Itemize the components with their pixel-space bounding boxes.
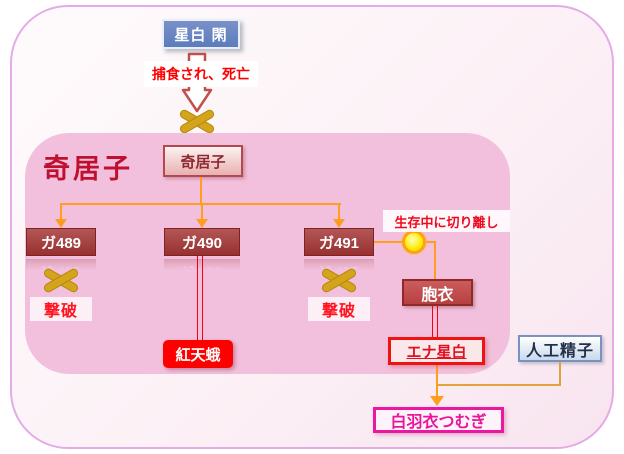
node-ga491: ガ491 bbox=[304, 228, 374, 256]
connector-ga491-sun bbox=[374, 241, 403, 243]
node-ena-hoshijiro: エナ星白 bbox=[388, 337, 485, 365]
destroyed-label-491: 撃破 bbox=[308, 297, 370, 321]
node-gauna-root: 奇居子 bbox=[163, 145, 243, 177]
connector-ena-tsumugi bbox=[436, 365, 438, 398]
destroyed-x-icon-491 bbox=[320, 267, 358, 294]
connector-sun-placenta bbox=[434, 242, 436, 279]
node-hoshijiro-shizuka: 星白 閑 bbox=[162, 19, 240, 49]
detach-sun-icon bbox=[402, 230, 426, 254]
arrowhead-ga489 bbox=[55, 219, 67, 228]
node-benisuzume: 紅天蛾 bbox=[163, 340, 233, 368]
connector-drop-ga490 bbox=[201, 203, 203, 220]
arrowhead-ga490 bbox=[196, 219, 208, 228]
connector-ga490-benisuzume bbox=[197, 256, 203, 340]
node-tsumugi: 白羽衣つむぎ bbox=[373, 407, 504, 433]
connector-sperm-down bbox=[559, 362, 561, 386]
node-placenta: 胞衣 bbox=[402, 279, 473, 306]
node-ga490: ガ490 bbox=[164, 228, 240, 256]
connector-branch-horizontal bbox=[60, 203, 341, 205]
connector-sun-right bbox=[426, 241, 436, 243]
destroyed-x-icon-489 bbox=[42, 267, 80, 294]
gauna-group-label: 奇居子 bbox=[43, 154, 133, 184]
connector-drop-ga489 bbox=[60, 203, 62, 220]
arrowhead-ga491 bbox=[333, 219, 345, 228]
destroyed-label-489: 撃破 bbox=[30, 297, 92, 321]
connector-drop-ga491 bbox=[338, 203, 340, 220]
node-artificial-sperm: 人工精子 bbox=[518, 335, 602, 362]
connector-placenta-ena bbox=[432, 306, 438, 337]
gauna-group-container bbox=[25, 133, 510, 374]
connector-merge-horizontal bbox=[437, 384, 561, 386]
node-ga489: ガ489 bbox=[26, 228, 96, 256]
arrowhead-tsumugi bbox=[430, 396, 444, 406]
connector-gauna-down bbox=[200, 177, 202, 204]
predation-death-label: 捕食され、死亡 bbox=[144, 61, 258, 87]
detach-while-alive-label: 生存中に切り離し bbox=[383, 210, 510, 232]
